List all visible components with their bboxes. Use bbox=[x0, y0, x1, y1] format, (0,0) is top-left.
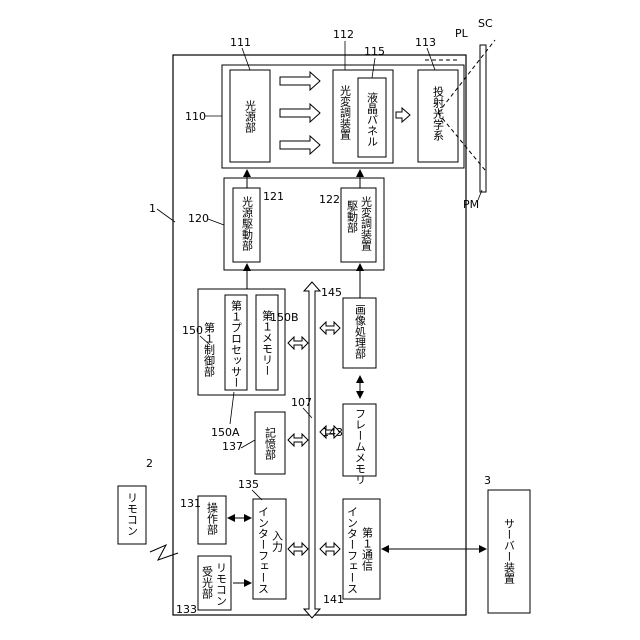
ref-150B: 150B bbox=[270, 311, 299, 324]
leader-137 bbox=[241, 440, 255, 448]
ref-122: 122 bbox=[319, 193, 340, 206]
bus-107 bbox=[304, 282, 320, 618]
first-control-label: 第１制御部 bbox=[203, 321, 216, 377]
ref-121: 121 bbox=[263, 190, 284, 203]
ref-150: 150 bbox=[182, 324, 203, 337]
ref-113: 113 bbox=[415, 36, 436, 49]
ref-SC: SC bbox=[478, 17, 493, 30]
leader-111 bbox=[242, 48, 250, 70]
remote-control-label: リモコン bbox=[126, 492, 139, 536]
leader-120 bbox=[208, 219, 224, 225]
ref-141: 141 bbox=[323, 593, 344, 606]
ref-107: 107 bbox=[291, 396, 312, 409]
leader-115 bbox=[372, 58, 375, 78]
ref-133: 133 bbox=[176, 603, 197, 616]
light-modulator-driver-label-1: 光変調装置 bbox=[360, 195, 373, 251]
ref-1: 1 bbox=[149, 202, 156, 215]
frame-memory-label: フレームメモリ bbox=[354, 408, 367, 485]
projection-line-lower bbox=[438, 113, 485, 170]
ref-135: 135 bbox=[238, 478, 259, 491]
storage-label: 記憶部 bbox=[264, 426, 277, 460]
input-interface-label-2: インターフェース bbox=[257, 506, 270, 594]
light-source-label: 光源部 bbox=[244, 99, 257, 133]
server-device-label: サーバー装置 bbox=[503, 518, 516, 584]
operation-label: 操作部 bbox=[206, 501, 219, 535]
liquid-crystal-panel-label: 液晶パネル bbox=[366, 91, 379, 147]
leader-113 bbox=[427, 48, 435, 70]
ref-3: 3 bbox=[484, 474, 491, 487]
image-processing-label: 画像処理部 bbox=[354, 304, 367, 359]
ref-145: 145 bbox=[321, 286, 342, 299]
ref-110: 110 bbox=[185, 110, 206, 123]
ref-PM: PM bbox=[463, 198, 479, 211]
remote-receiver-label-2: 受光部 bbox=[201, 566, 214, 599]
first-comm-interface-label-1: 第１通信 bbox=[361, 526, 374, 572]
modulator-to-projection-arrow bbox=[396, 108, 410, 122]
ref-2: 2 bbox=[146, 457, 153, 470]
remote-receiver-label-1: リモコン bbox=[215, 562, 228, 606]
light-source-driver-label: 光源駆動部 bbox=[241, 195, 254, 251]
light-modulator-driver-label-2: 駆動部 bbox=[346, 200, 359, 233]
ref-111: 111 bbox=[230, 36, 251, 49]
first-comm-interface-label-2: インターフェース bbox=[346, 506, 359, 594]
leader-150A bbox=[230, 392, 234, 424]
screen bbox=[480, 45, 486, 192]
wireless-signal-icon bbox=[150, 545, 178, 560]
ref-112: 112 bbox=[333, 28, 354, 41]
leader-1 bbox=[157, 209, 175, 222]
ref-150A: 150A bbox=[211, 426, 240, 439]
ref-PL: PL bbox=[455, 27, 469, 40]
ref-115: 115 bbox=[364, 45, 385, 58]
ref-131: 131 bbox=[180, 497, 201, 510]
first-processor-label: 第１プロセッサー bbox=[230, 299, 243, 388]
ref-120: 120 bbox=[188, 212, 209, 225]
ref-143: 143 bbox=[322, 426, 343, 439]
ref-137: 137 bbox=[222, 440, 243, 453]
input-interface-label-1: 入力 bbox=[271, 530, 284, 552]
light-modulator-label: 光変調装置 bbox=[339, 84, 352, 140]
light-flow-arrows bbox=[280, 72, 320, 154]
